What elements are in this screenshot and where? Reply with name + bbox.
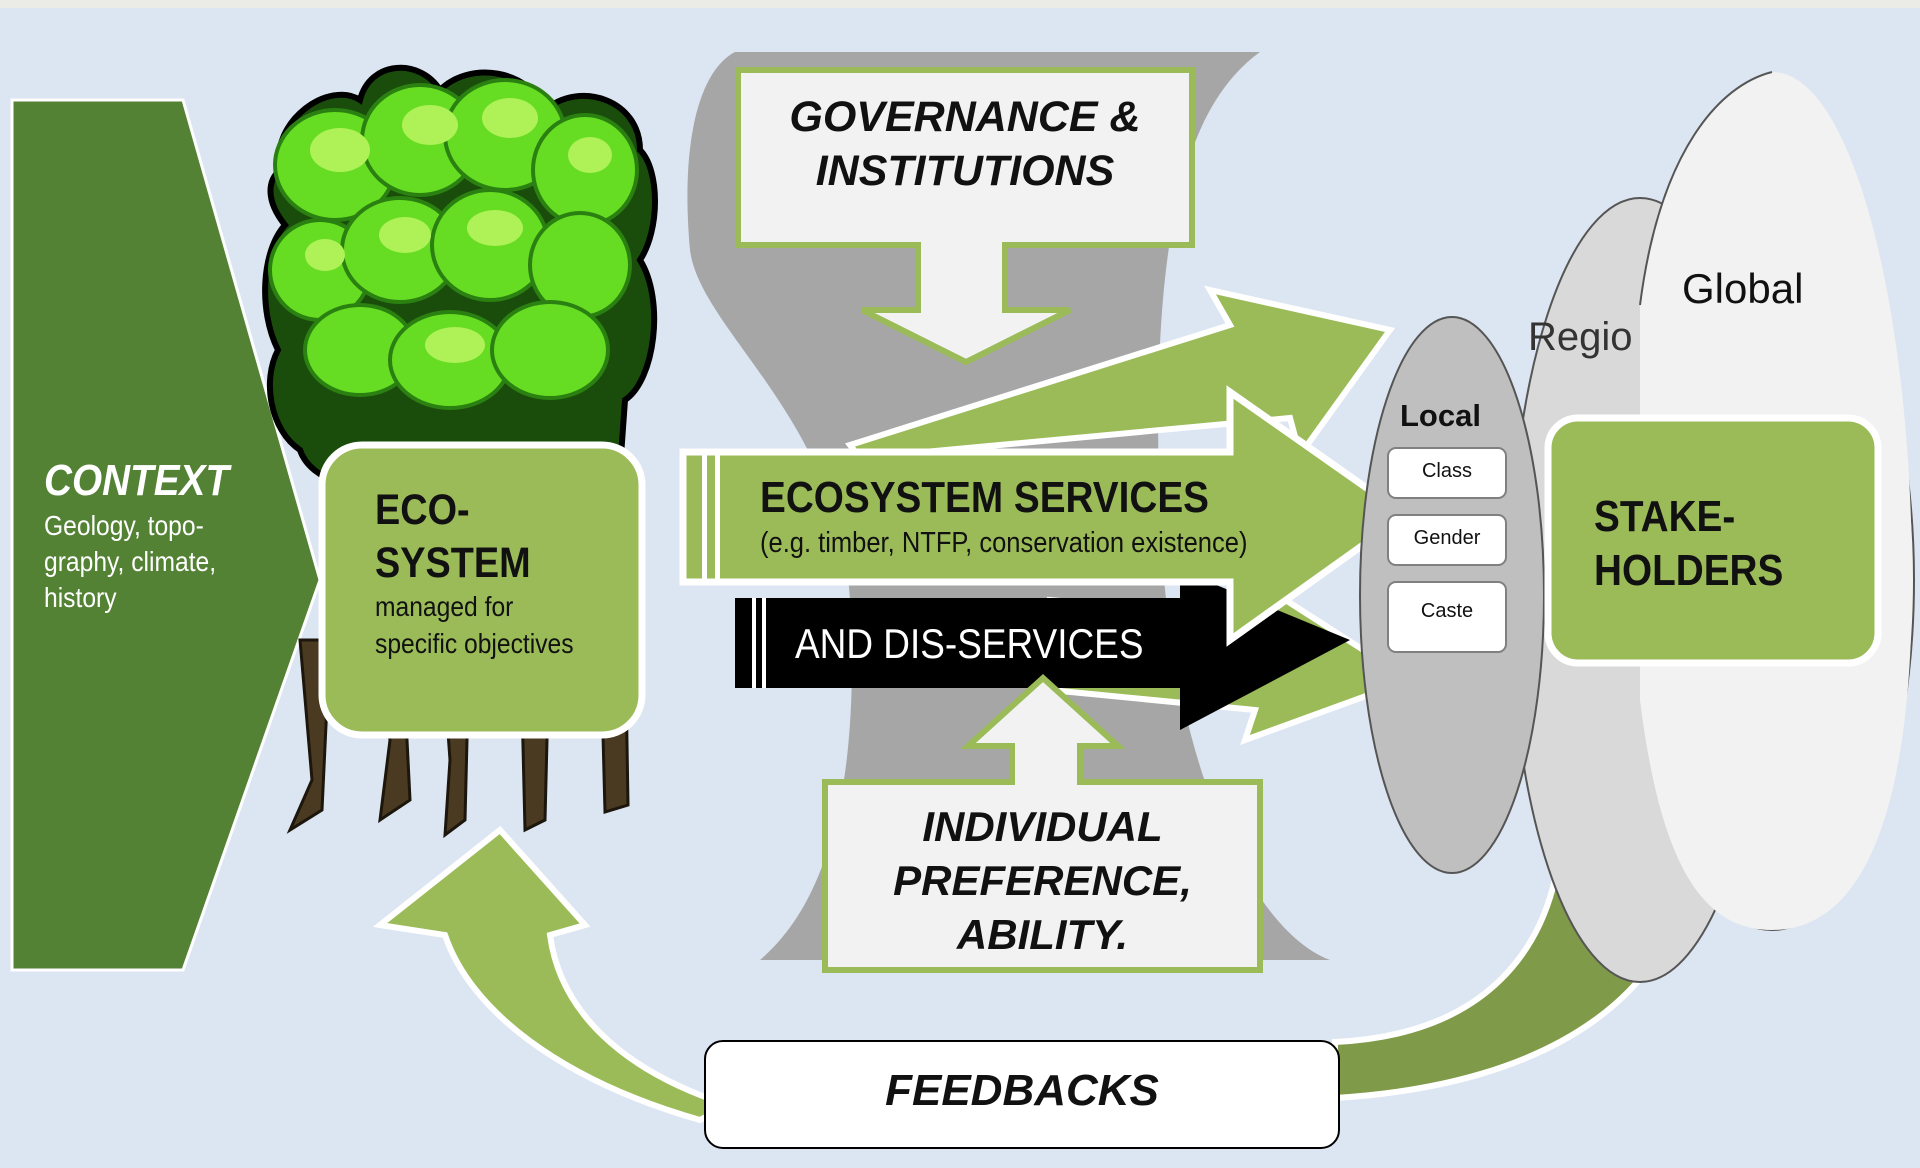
context-title: CONTEXT — [44, 456, 230, 505]
governance-arrow — [735, 67, 1195, 366]
tag-caste-box — [1387, 581, 1507, 653]
ecosystem-box — [318, 441, 646, 739]
services-arrow-stripes — [702, 452, 720, 582]
ecosystem-services-arrow — [679, 385, 1412, 647]
ecosystem-subtitle: managed for specific objectives — [375, 591, 574, 659]
tag-gender-box — [1387, 514, 1507, 566]
stakeholders-label: STAKE- HOLDERS — [1594, 492, 1784, 595]
governance-label: GOVERNANCE & INSTITUTIONS — [789, 93, 1141, 195]
global-edge — [1639, 71, 1773, 306]
preference-label: INDIVIDUAL PREFERENCE, ABILITY. — [893, 803, 1192, 958]
scale-regional-label: Regio — [1528, 315, 1633, 359]
ecosystem-services-title: ECOSYSTEM SERVICES — [760, 473, 1209, 522]
scale-local-label: Local — [1400, 398, 1481, 433]
disservices-stripes — [752, 598, 766, 688]
ecosystem-services-subtitle: (e.g. timber, NTFP, conservation existen… — [760, 527, 1248, 559]
tag-class-label: Class — [1421, 460, 1472, 482]
context-chevron — [10, 98, 322, 972]
top-strip — [0, 0, 1920, 8]
feedback-arrow-left — [372, 825, 736, 1124]
ecosystem-title: ECO- SYSTEM — [375, 486, 531, 587]
context-text: Geology, topo- graphy, climate, history — [44, 510, 217, 613]
tag-caste-label: Caste — [1420, 600, 1474, 622]
disservices-arrow — [735, 570, 1350, 730]
tag-gender-label: Gender — [1413, 527, 1481, 549]
feedbacks-label: FEEDBACKS — [885, 1066, 1159, 1115]
feedbacks-box — [704, 1040, 1340, 1149]
preference-arrow — [822, 673, 1263, 973]
disservices-label: AND DIS-SERVICES — [795, 620, 1144, 667]
tag-class-box — [1387, 447, 1507, 499]
stakeholders-box — [1544, 414, 1882, 667]
scale-global-label: Global — [1682, 265, 1804, 312]
